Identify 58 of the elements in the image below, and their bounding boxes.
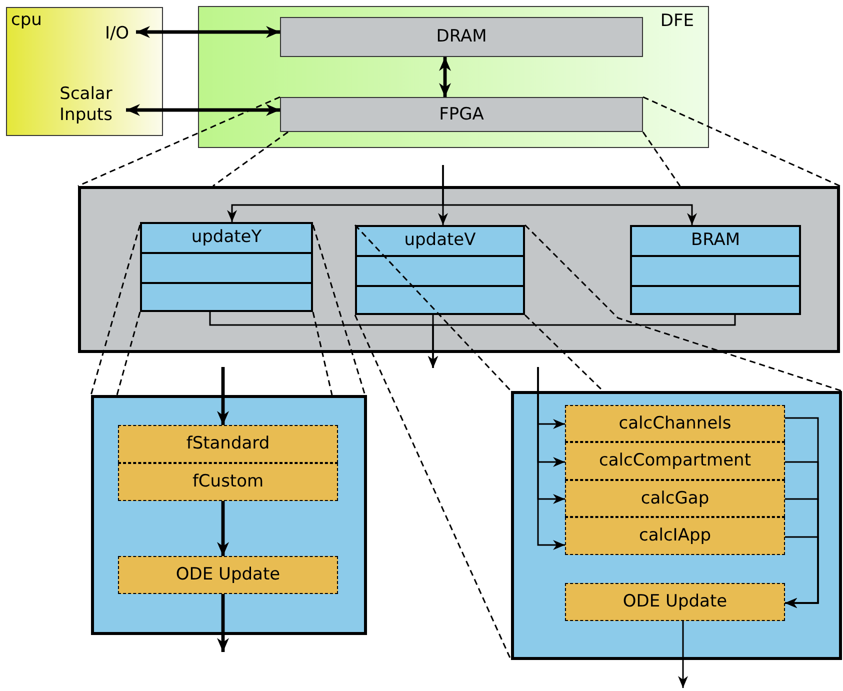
arrow	[428, 315, 736, 368]
panel-title: DFE	[660, 11, 694, 32]
zoom-panel	[78, 186, 840, 353]
arrow	[439, 57, 451, 97]
node-label: updateV	[403, 230, 477, 252]
zoom-line	[312, 312, 333, 396]
zoom-line	[312, 224, 366, 396]
node-label: fCustom	[191, 471, 265, 493]
panel-title: cpu	[11, 10, 42, 32]
dfe-panel	[198, 6, 709, 148]
module-box	[355, 225, 525, 315]
process-box	[280, 97, 643, 132]
function-box	[118, 425, 338, 463]
cpu-panel	[6, 7, 163, 136]
zoom-line	[90, 224, 141, 396]
zoom-line	[642, 96, 840, 187]
arrow	[217, 594, 229, 652]
arrow	[126, 104, 280, 116]
zoom-line	[354, 314, 512, 660]
arrow	[785, 536, 819, 608]
arrow	[136, 26, 280, 38]
function-box	[118, 556, 338, 594]
node-label: fStandard	[185, 433, 271, 455]
zoom-line	[116, 312, 141, 396]
zoom-line	[642, 132, 681, 186]
arrow	[442, 165, 697, 225]
zoom-line	[354, 224, 512, 392]
node-label: calcIApp	[638, 525, 712, 547]
node-label: I/O	[104, 23, 130, 45]
function-box	[565, 583, 785, 621]
node-label: FPGA	[438, 104, 485, 126]
zoom-line	[524, 224, 842, 392]
function-box	[565, 480, 785, 517]
node-label: DRAM	[435, 26, 488, 48]
function-box	[565, 517, 785, 555]
node-label: calcGap	[640, 488, 710, 510]
node-label: calcCompartment	[598, 450, 752, 472]
zoom-line	[78, 96, 280, 187]
arrow	[217, 367, 229, 425]
node-label: calcChannels	[618, 412, 732, 434]
process-box	[280, 17, 643, 57]
zoom-line	[524, 314, 604, 392]
node-label: Scalar Inputs	[58, 84, 114, 126]
function-box	[565, 442, 785, 480]
node-label: ODE Update	[622, 591, 728, 613]
arrow	[217, 501, 229, 556]
node-label: BRAM	[690, 230, 742, 252]
node-label: updateY	[190, 227, 263, 248]
zoom-panel	[511, 391, 842, 660]
node-label: ODE Update	[174, 564, 282, 586]
arrow	[678, 621, 688, 688]
module-box	[140, 222, 313, 312]
module-box	[630, 225, 801, 315]
zoom-line	[212, 131, 288, 187]
function-box	[118, 463, 338, 501]
function-box	[565, 405, 785, 442]
arrow	[537, 367, 565, 550]
zoom-panel	[91, 395, 367, 635]
